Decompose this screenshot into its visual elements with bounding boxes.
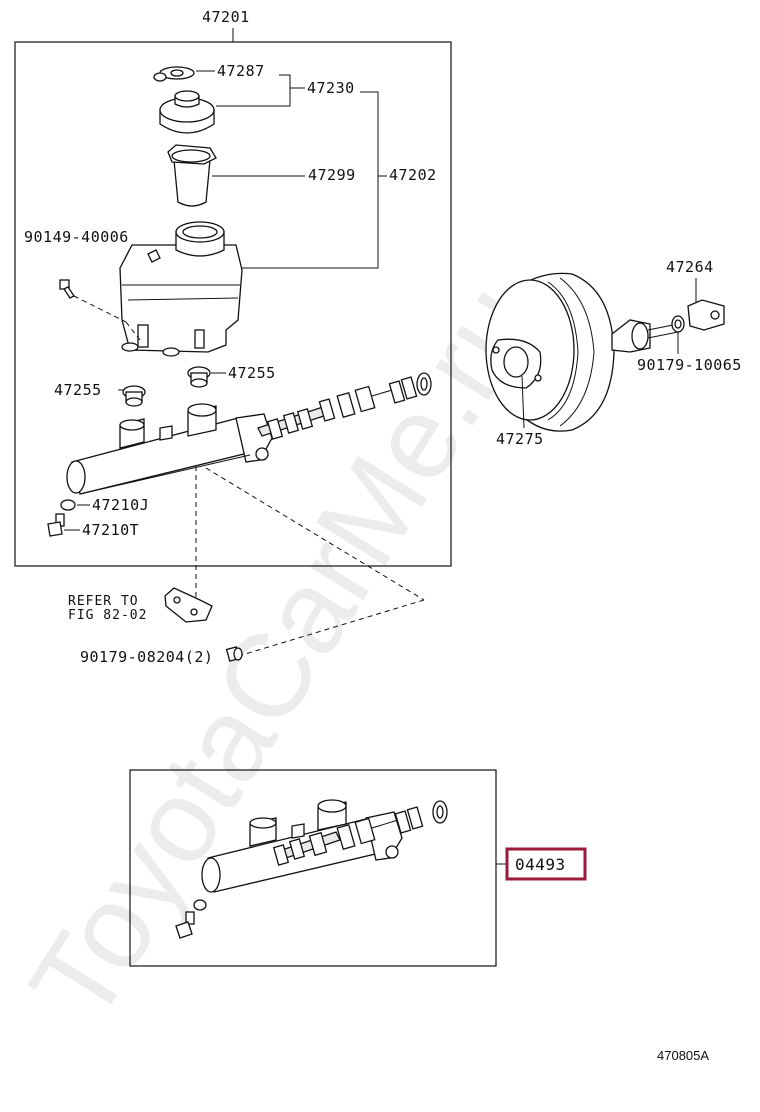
label-47230[interactable]: 47230 bbox=[307, 79, 355, 97]
bracket-part bbox=[164, 587, 213, 623]
strainer-part bbox=[167, 144, 217, 207]
label-47202[interactable]: 47202 bbox=[389, 166, 437, 184]
reservoir-cap-part bbox=[159, 90, 215, 134]
gasket-47287-part bbox=[153, 66, 195, 82]
label-47210J[interactable]: 47210J bbox=[92, 496, 149, 514]
piston-set-part bbox=[257, 372, 432, 440]
label-47255-left[interactable]: 47255 bbox=[54, 381, 102, 399]
label-47275[interactable]: 47275 bbox=[496, 430, 544, 448]
label-47255-right[interactable]: 47255 bbox=[228, 364, 276, 382]
clevis-part bbox=[687, 299, 725, 331]
label-47201[interactable]: 47201 bbox=[202, 8, 250, 26]
nut-08204-part bbox=[225, 646, 243, 662]
label-04493[interactable]: 04493 bbox=[515, 855, 566, 874]
plug-47210t-part bbox=[47, 513, 65, 537]
label-47287[interactable]: 47287 bbox=[217, 62, 265, 80]
kit-highlight-box bbox=[505, 847, 587, 881]
label-47299[interactable]: 47299 bbox=[308, 166, 356, 184]
gasket-47210j-part bbox=[60, 499, 76, 511]
grommet-left-part bbox=[122, 385, 146, 407]
kit-box bbox=[129, 769, 497, 967]
master-cylinder-kit-part bbox=[175, 799, 448, 939]
refer-fig-text[interactable]: FIG 82-02 bbox=[68, 608, 147, 623]
label-90179-10065[interactable]: 90179-10065 bbox=[637, 356, 742, 374]
nut-10065-part bbox=[671, 315, 685, 333]
screw-part bbox=[59, 279, 75, 299]
label-47264[interactable]: 47264 bbox=[666, 258, 714, 276]
refer-to-text: REFER TO bbox=[68, 594, 139, 609]
master-cylinder-part bbox=[66, 403, 273, 495]
figure-id: 470805A bbox=[657, 1048, 709, 1063]
label-90179-08204[interactable]: 90179-08204(2) bbox=[80, 648, 213, 666]
reservoir-tank-part bbox=[119, 221, 243, 357]
brake-booster-part bbox=[485, 272, 679, 432]
label-47210T[interactable]: 47210T bbox=[82, 521, 139, 539]
label-90149-40006[interactable]: 90149-40006 bbox=[24, 228, 129, 246]
grommet-right-part bbox=[187, 366, 211, 388]
